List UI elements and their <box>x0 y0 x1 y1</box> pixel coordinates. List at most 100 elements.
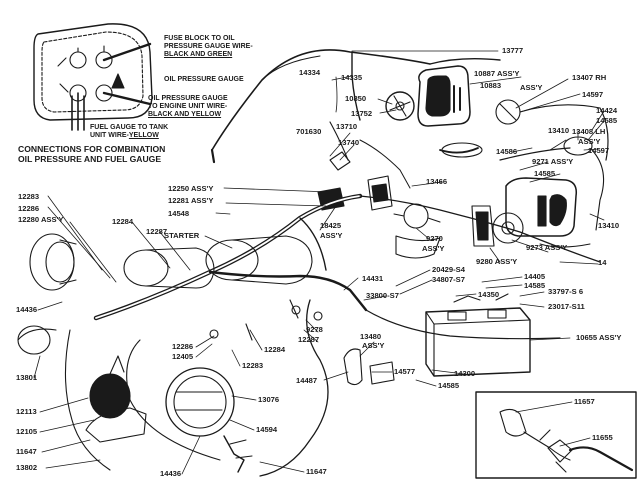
callout-13480-assy: ASS'Y <box>362 341 385 350</box>
callout-14436-upper: 14436 <box>16 305 38 314</box>
callout-14: 14 <box>598 258 607 267</box>
inset-oil-pressure-gauge-label: OIL PRESSURE GAUGE <box>164 76 244 83</box>
callout-14350: 14350 <box>478 290 500 299</box>
callout-9270: 9270 <box>426 234 443 243</box>
callout-14585-bottom: 14585 <box>438 381 460 390</box>
horn-assembly <box>85 355 147 443</box>
callout-12284-upper: 12284 <box>112 217 134 226</box>
callout-10883: 10883 <box>480 81 502 90</box>
callout-33800-s7: 33800-S7 <box>366 291 399 300</box>
inset-fuel-line2-color: YELLOW <box>128 132 159 140</box>
callout-18425: 18425 <box>320 221 342 230</box>
inset-engine-unit-line2: TO ENGINE UNIT WIRE- <box>148 103 228 111</box>
callout-10850: 10850 <box>345 94 367 103</box>
terminal-inset <box>475 391 637 479</box>
callout-13408-lh: 13408 LH <box>572 127 606 136</box>
callout-14405: 14405 <box>524 272 546 281</box>
inset-engine-unit-line1: OIL PRESSURE GAUGE <box>148 95 228 102</box>
callout-11647-left: 11647 <box>16 447 37 456</box>
inset-caption: CONNECTIONS FOR COMBINATION OIL PRESSURE… <box>18 144 166 165</box>
callout-11647-bottom: 11647 <box>306 467 327 476</box>
callout-12250-assy: 12250 ASS'Y <box>168 184 214 193</box>
callout-14586: 14586 <box>496 147 518 156</box>
callout-13777: 13777 <box>502 46 524 55</box>
callout-12283-upper: 12283 <box>18 192 40 201</box>
callout-13076: 13076 <box>258 395 280 404</box>
callout-9280-assy: 9280 ASS'Y <box>476 257 518 266</box>
battery <box>425 293 531 377</box>
callout-starter: STARTER <box>164 231 200 240</box>
callout-12287-upper: 12287 <box>146 227 168 236</box>
callout-14424: 14424 <box>596 106 618 115</box>
inset-engine-unit-label: OIL PRESSURE GAUGE TO ENGINE UNIT WIRE- … <box>148 95 228 119</box>
inset-caption-line2: OIL PRESSURE AND FUEL GAUGE <box>18 153 162 164</box>
callout-14577: 14577 <box>394 367 416 376</box>
callout-14431: 14431 <box>362 274 384 283</box>
callout-13407-assy: ASS'Y <box>520 83 543 92</box>
callout-12281-assy: 12281 ASS'Y <box>168 196 214 205</box>
callout-9271-assy: 9271 ASS'Y <box>532 157 574 166</box>
callout-13801: 13801 <box>16 373 38 382</box>
callout-10655-assy: 10655 ASS'Y <box>576 333 622 342</box>
callout-14585-upper: 14585 <box>596 116 618 125</box>
callout-14436-lower: 14436 <box>160 469 182 478</box>
inset-fuel-line1: FUEL GAUGE TO TANK <box>90 124 169 131</box>
inset-fuse-block-label: FUSE BLOCK TO OIL PRESSURE GAUGE WIRE- B… <box>164 35 253 59</box>
inset-fuel-gauge-label: FUEL GAUGE TO TANK UNIT WIRE-YELLOW <box>90 124 168 140</box>
callout-13410-lower: 13410 <box>598 221 620 230</box>
inset-fuse-block-line1: FUSE BLOCK TO OIL <box>164 35 235 42</box>
callout-14548: 14548 <box>168 209 190 218</box>
callout-18425-assy: ASS'Y <box>320 231 343 240</box>
callout-13480: 13480 <box>360 332 382 341</box>
callout-9270-assy: ASS'Y <box>422 244 445 253</box>
callout-14335: 14335 <box>341 73 363 82</box>
inset-fuse-block-line2: PRESSURE GAUGE WIRE- <box>164 43 253 51</box>
callout-13466: 13466 <box>426 177 448 186</box>
starter-motor <box>123 235 313 289</box>
callout-13407-rh: 13407 RH <box>572 73 607 82</box>
callout-14585-lower: 14585 <box>524 281 546 290</box>
callout-12280-assy: 12280 ASS'Y <box>18 215 64 224</box>
callout-14594: 14594 <box>256 425 278 434</box>
callout-23017-s11: 23017-S11 <box>548 302 585 311</box>
callout-13740: 13740 <box>338 138 360 147</box>
callout-12113: 12113 <box>16 407 37 416</box>
callout-701630: 701630 <box>296 127 322 136</box>
callout-9273-assy: 9273 ASS'Y <box>526 243 568 252</box>
inset-caption-line1: CONNECTIONS FOR COMBINATION <box>18 144 166 154</box>
switch-cluster <box>209 299 395 386</box>
regulator-assembly <box>471 177 591 248</box>
callout-13410-upper: 13410 <box>548 126 570 135</box>
callout-14300: 14300 <box>454 369 476 378</box>
callout-14487: 14487 <box>296 376 318 385</box>
headlamp-left <box>17 233 77 355</box>
callout-11655: 11655 <box>592 433 613 442</box>
callout-12287-lower: 12287 <box>298 335 320 344</box>
callout-13752: 13752 <box>351 109 373 118</box>
callout-34807-s7: 34807-S7 <box>432 275 465 284</box>
callout-12405: 12405 <box>172 352 194 361</box>
callout-14585-mid: 14585 <box>534 169 556 178</box>
callout-11657: 11657 <box>574 397 595 406</box>
callout-9278: 9278 <box>306 325 323 334</box>
inset-gauge-connections <box>33 23 153 131</box>
inset-fuse-block-colors: BLACK AND GREEN <box>164 51 233 59</box>
callout-14597-upper: 14597 <box>582 90 604 99</box>
callout-12105: 12105 <box>16 427 38 436</box>
callout-12286-lower: 12286 <box>172 342 194 351</box>
callout-13802: 13802 <box>16 463 38 472</box>
callout-13710: 13710 <box>336 122 358 131</box>
callout-33797-s6: 33797-S 6 <box>548 287 584 296</box>
inset-engine-unit-colors: BLACK AND YELLOW <box>148 111 222 119</box>
leader-lines <box>33 50 605 475</box>
callout-10887-assy: 10887 ASS'Y <box>474 69 520 78</box>
callout-14334: 14334 <box>299 68 321 77</box>
dome-light-assembly <box>385 65 483 158</box>
callout-12286-upper: 12286 <box>18 204 40 213</box>
inset-fuel-line2-prefix: UNIT WIRE- <box>90 132 129 140</box>
callout-12284-lower: 12284 <box>264 345 286 354</box>
callout-13408-assy: ASS'Y <box>578 137 601 146</box>
callout-12283-lower: 12283 <box>242 361 264 370</box>
